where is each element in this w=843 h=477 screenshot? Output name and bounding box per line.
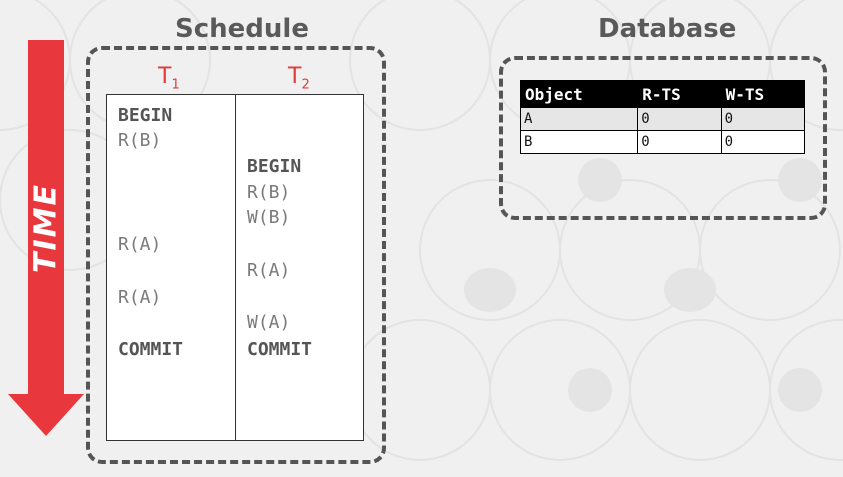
time-label: TIME [28, 183, 64, 273]
schedule-title: Schedule [175, 14, 309, 44]
t1-label: T [158, 64, 172, 89]
db-cell-object: B [519, 130, 639, 154]
db-col-rts: R-TS [637, 80, 722, 108]
db-cell-wts: 0 [720, 107, 806, 131]
database-title: Database [598, 14, 737, 44]
t2-subscript: 2 [301, 77, 310, 93]
db-col-object: Object [519, 80, 639, 108]
db-header-row: Object R-TS W-TS [519, 80, 806, 108]
t2-op-write-a: W(A) [247, 312, 291, 333]
database-container [499, 56, 827, 220]
db-cell-object: A [519, 107, 639, 131]
database-table: Object R-TS W-TS A 0 0 B 0 0 [519, 80, 806, 154]
t1-op-read-a-1: R(A) [118, 234, 162, 255]
schedule-container [86, 46, 386, 464]
t2-label: T [288, 64, 302, 89]
t2-op-commit: COMMIT [247, 339, 313, 360]
t1-op-read-b: R(B) [118, 130, 162, 151]
column-divider [235, 94, 236, 441]
t2-header: T2 [288, 64, 310, 98]
t2-op-read-b: R(B) [247, 182, 291, 203]
t1-op-begin: BEGIN [118, 105, 173, 126]
t1-header: T1 [158, 64, 180, 98]
t1-op-commit: COMMIT [118, 339, 184, 360]
t1-subscript: 1 [171, 77, 180, 93]
db-cell-rts: 0 [637, 130, 722, 154]
t1-op-read-a-2: R(A) [118, 287, 162, 308]
db-row-b: B 0 0 [519, 130, 806, 154]
time-arrow-icon [8, 40, 84, 436]
db-cell-wts: 0 [720, 130, 806, 154]
t2-op-read-a: R(A) [247, 260, 291, 281]
db-col-wts: W-TS [720, 80, 806, 108]
db-cell-rts: 0 [637, 107, 722, 131]
t2-op-write-b: W(B) [247, 207, 291, 228]
db-row-a: A 0 0 [519, 107, 806, 131]
t2-op-begin: BEGIN [247, 156, 302, 177]
